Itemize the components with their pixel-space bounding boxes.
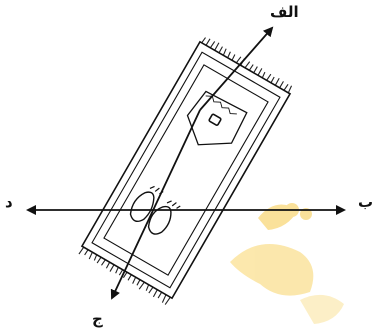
- rug-fringe-strand: [106, 262, 110, 268]
- rug-fringe-strand: [210, 41, 214, 48]
- label-right-be: ب: [358, 195, 372, 210]
- rug-fringe-strand: [79, 247, 84, 255]
- rug-fringe-strand: [137, 280, 140, 286]
- rug-fringe-strand: [153, 290, 157, 297]
- rug-fringe-strand: [223, 49, 227, 56]
- rug-fringe-strand: [254, 67, 258, 73]
- rug-fringe-strand: [236, 56, 241, 63]
- rug-fringe-strand: [101, 259, 105, 265]
- rug-fringe-strand: [128, 275, 131, 281]
- rug-fringe-strand: [85, 250, 88, 256]
- rug-fringe-strand: [280, 81, 284, 88]
- rug-fringe-strand: [139, 282, 144, 290]
- rug-fringe-strand: [219, 47, 223, 53]
- rug-fringe-strand: [215, 43, 219, 51]
- rug-fringe-strand: [149, 287, 153, 294]
- rug-fringe-strand: [232, 55, 236, 61]
- rug-fringe-strand: [275, 78, 279, 85]
- rug-fringe-strand: [284, 84, 288, 91]
- rug-fringe-strand: [271, 77, 274, 83]
- rug-fringe-strand: [288, 86, 293, 93]
- rug-fringe-strand: [132, 277, 136, 283]
- rug-fringe-strand: [162, 295, 167, 303]
- rug-fringe-strand: [89, 252, 93, 259]
- rug-fringe-strand: [165, 297, 170, 305]
- label-left-dal: د: [5, 195, 13, 210]
- rug-fringe-strand: [249, 64, 253, 70]
- rug-fringe-strand: [97, 257, 101, 263]
- logo-watermark: [230, 203, 344, 324]
- label-bottom-jim: ج: [92, 312, 103, 327]
- rug-fringe-strand: [206, 39, 210, 46]
- label-top-alef: الف: [270, 5, 299, 20]
- rug-fringe-strand: [258, 68, 262, 75]
- rug-fringe-strand: [267, 74, 271, 81]
- rug-fringe-strand: [158, 292, 162, 298]
- rug-fringe-strand: [245, 61, 250, 68]
- rug-fringe-strand: [110, 265, 114, 272]
